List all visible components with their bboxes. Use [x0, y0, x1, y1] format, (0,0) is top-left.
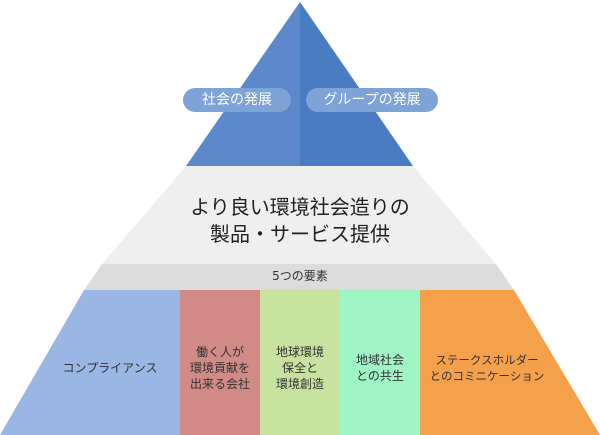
top-left-section	[186, 2, 300, 166]
element-label-workers: 働く人が 環境貢献を 出来る会社	[189, 345, 250, 391]
elements-band	[84, 264, 514, 290]
middle-section	[102, 166, 496, 264]
mission-line-2: 製品・サービス提供	[210, 222, 390, 246]
element-segment-2	[180, 290, 260, 435]
five-elements-label: 5つの要素	[272, 269, 328, 283]
top-right-section	[300, 2, 413, 166]
mission-line-1: より良い環境社会造りの	[190, 195, 410, 219]
element-label-stakeholders: ステークスホルダー とのコミニケーション	[429, 353, 545, 383]
social-development-pill: 社会の発展	[183, 88, 291, 112]
element-segment-5	[420, 290, 600, 435]
element-segment-3	[260, 290, 340, 435]
element-segment-4	[340, 290, 420, 435]
element-label-community: 地域社会 との共生	[355, 353, 404, 383]
element-segment-1	[0, 290, 180, 435]
element-label-environment: 地球環境 保全と 環境創造	[275, 345, 324, 391]
element-label-compliance: コンプライアンス	[62, 361, 158, 375]
group-development-pill: グループの発展	[306, 88, 438, 112]
